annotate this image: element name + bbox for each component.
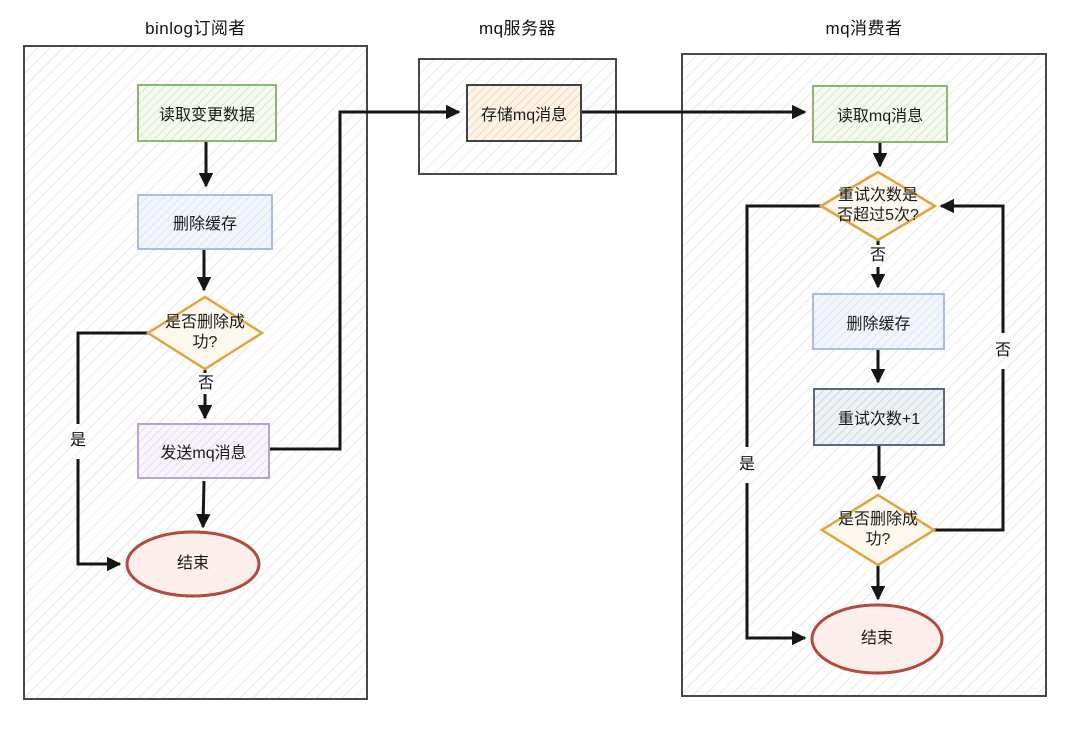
edge-delete-fail-no-loop	[934, 206, 1005, 532]
node-delete-cache-left-label: 删除缓存	[172, 216, 237, 233]
edge-label-left-no: 否	[197, 375, 215, 392]
node-read-mq-label: 读取mq消息	[836, 108, 924, 125]
terminator-end-left	[125, 530, 261, 598]
terminator-end-right	[810, 603, 944, 675]
terminator-end-right-label: 结束	[860, 630, 893, 647]
diamond-retry-over-5	[818, 170, 938, 242]
node-delete-cache-right: 删除缓存	[812, 293, 945, 350]
node-store-mq-label: 存储mq消息	[480, 107, 568, 124]
section-title-mq-server: mq服务器	[478, 19, 557, 38]
node-retry-plus-one-label: 重试次数+1	[837, 411, 921, 428]
section-title-mq-consumer: mq消费者	[825, 19, 903, 38]
container-mq-consumer	[681, 53, 1047, 697]
edge-label-retry-no: 否	[869, 247, 887, 264]
edge-send-mq-to-end-left	[196, 480, 211, 529]
diamond-retry-over-5-label: 重试次数是否超过5次?	[837, 187, 919, 224]
diamond-delete-success-left	[145, 295, 265, 371]
edge-diamond-left-yes-to-end	[76, 331, 148, 564]
node-delete-cache-right-label: 删除缓存	[846, 315, 911, 333]
edge-retry-yes-to-end	[745, 204, 821, 638]
edge-label-retry-yes: 是	[738, 456, 756, 473]
diamond-delete-success-right-label: 是否删除成功?	[837, 511, 918, 548]
terminator-end-left-label: 结束	[176, 555, 209, 572]
node-store-mq: 存储mq消息	[466, 84, 582, 142]
node-delete-cache-left: 删除缓存	[137, 194, 273, 250]
node-send-mq: 发送mq消息	[137, 423, 270, 479]
diamond-delete-success-right	[819, 493, 937, 567]
edge-send-mq-to-store-mq	[270, 104, 461, 451]
section-title-binlog-subscriber: binlog订阅者	[145, 19, 246, 38]
node-retry-plus-one: 重试次数+1	[813, 388, 945, 446]
edge-label-delete-fail-no: 否	[994, 342, 1012, 359]
node-read-change-data: 读取变更数据	[137, 84, 277, 142]
edge-label-left-yes: 是	[69, 432, 87, 449]
node-read-change-data-label: 读取变更数据	[158, 107, 255, 124]
node-send-mq-label: 发送mq消息	[160, 445, 247, 462]
diamond-delete-success-left-label: 是否删除成功?	[164, 314, 245, 351]
node-read-mq: 读取mq消息	[812, 85, 948, 143]
